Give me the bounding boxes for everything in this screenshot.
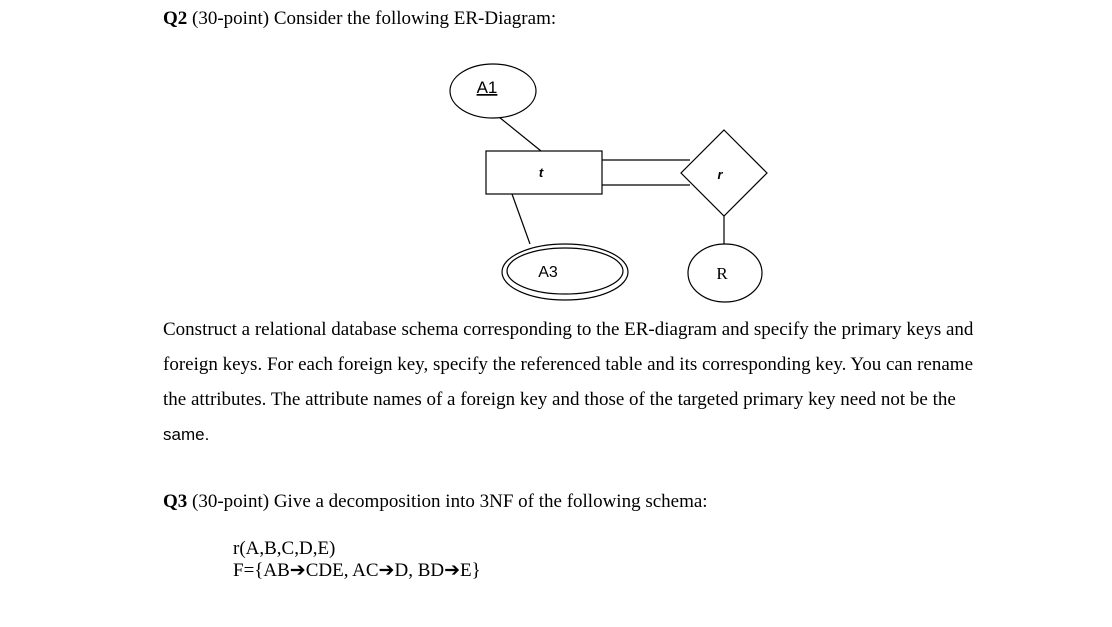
er-diagram: A1 t r A3 R [449,63,768,303]
attribute-R-ellipse [687,243,763,303]
q2-heading: Q2 (30-point) Consider the following ER-… [163,7,556,31]
attribute-a1-label: A1 [477,78,498,97]
attribute-a1-ellipse [449,63,537,119]
functional-dependencies: F={AB➔CDE, AC➔D, BD➔E} [233,560,481,581]
entity-t-label: t [539,165,544,180]
q3-number: Q3 [163,491,188,512]
q2-paragraph-line-2: foreign keys. For each foreign key, spec… [163,354,974,375]
connector-t-a3 [511,193,531,245]
relationship-r-label: r [717,167,723,182]
attribute-R-label: R [716,264,728,283]
relation-schema: r(A,B,C,D,E) [233,538,336,559]
q3-heading: Q3 (30-point) Give a decomposition into … [163,490,708,514]
q2-paragraph-line-3: the attributes. The attribute names of a… [163,389,956,410]
q2-paragraph-line-1: Construct a relational database schema c… [163,319,974,340]
connector-a1-t [498,116,542,152]
q2-number: Q2 [163,8,188,29]
relationship-r-diamond [680,129,768,217]
entity-t-box [485,150,603,195]
q2-heading-text: (30-point) Consider the following ER-Dia… [187,8,557,29]
q3-heading-text: (30-point) Give a decomposition into 3NF… [187,491,708,512]
attribute-a3-label: A3 [538,264,558,281]
attribute-a3-inner-ellipse [506,247,624,295]
q2-paragraph-line-4: same. [163,425,210,444]
